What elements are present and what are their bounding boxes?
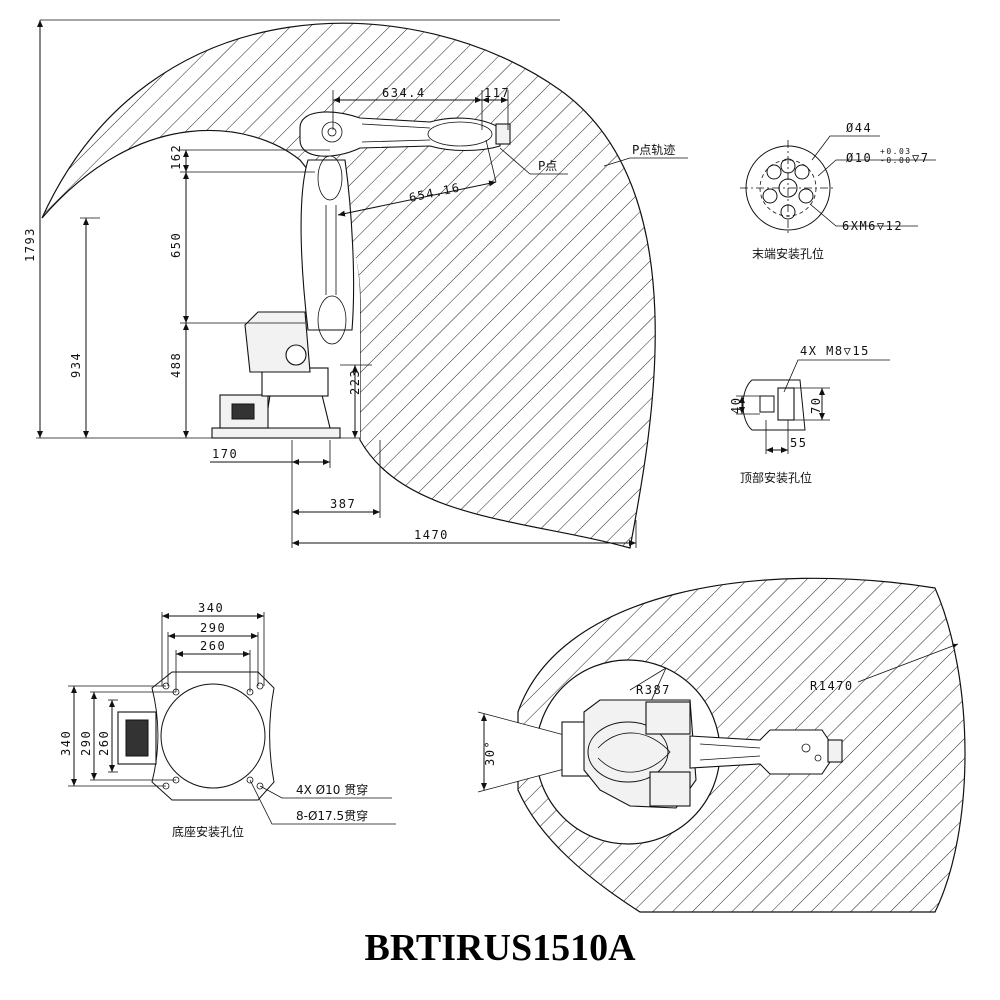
base-holes-a: 4X Ø10 贯穿	[296, 782, 368, 797]
top-robot-motor	[645, 701, 691, 735]
base-center-bore	[160, 683, 266, 789]
robot-flange	[495, 123, 511, 145]
dim-223: 223	[348, 369, 362, 395]
top-r387: R387	[636, 683, 671, 697]
dim-634-4: 634.4	[382, 86, 426, 100]
p-trajectory-label: P点轨迹	[632, 143, 675, 157]
base-h260: 260	[97, 730, 111, 756]
model-title: BRTIRUS1510A	[364, 927, 636, 969]
flange-detail: Ø44 Ø10 +0.03 -0.00 ▽7 6XM6▽12 末端安装孔位	[740, 121, 936, 261]
top-caption: 顶部安装孔位	[740, 470, 812, 485]
robot-base-body	[264, 394, 331, 429]
dim-170: 170	[212, 447, 238, 461]
p-point-label: P点	[538, 159, 557, 173]
robot-connector-port	[231, 403, 255, 420]
robot-lower-arm-slot	[317, 295, 347, 345]
flange-dia10-tol-upper: +0.03	[880, 147, 912, 156]
robot-wrist	[427, 121, 493, 147]
side-view-dimensions: 1793 934 162 650 488 223 634.4 117 170 3…	[23, 19, 688, 548]
dim-1793: 1793	[23, 227, 37, 262]
base-holes-b: 8-Ø17.5贯穿	[296, 808, 368, 823]
top-d40: 40	[729, 397, 743, 414]
robot-base-plate	[211, 427, 341, 439]
base-w340: 340	[198, 601, 224, 615]
dim-1470: 1470	[414, 528, 449, 542]
top-d70: 70	[809, 397, 823, 414]
flange-thread: 6XM6▽12	[842, 219, 903, 233]
dim-650: 650	[169, 232, 183, 258]
top-mount-outline	[742, 379, 806, 431]
top-robot-flange	[827, 739, 843, 763]
dim-162: 162	[169, 144, 183, 170]
base-h340: 340	[59, 730, 73, 756]
top-angle: 30°	[483, 740, 497, 766]
robot-lower-arm	[300, 159, 355, 331]
dim-117: 117	[484, 86, 510, 100]
robot-joint3-cap	[321, 121, 343, 143]
side-view-robot	[211, 111, 511, 439]
flange-dia10-tol-lower: -0.00	[880, 156, 912, 165]
dim-387: 387	[330, 497, 356, 511]
flange-dia10-depth: ▽7	[912, 151, 929, 165]
base-w260: 260	[200, 639, 226, 653]
top-dead-zone	[478, 712, 628, 792]
flange-caption: 末端安装孔位	[752, 246, 824, 261]
dim-934: 934	[69, 352, 83, 378]
side-workspace-hatch	[41, 22, 656, 549]
dim-488: 488	[169, 352, 183, 378]
top-view-robot	[561, 699, 843, 809]
flange-dia10: Ø10	[846, 151, 872, 165]
base-h290: 290	[79, 730, 93, 756]
flange-dia44: Ø44	[846, 121, 872, 135]
base-w290: 290	[200, 621, 226, 635]
robot-turret	[261, 367, 329, 397]
base-plate-outline	[151, 671, 275, 801]
top-d55: 55	[790, 436, 807, 450]
robot-joint2-cap	[285, 344, 307, 366]
top-thread: 4X M8▽15	[800, 344, 870, 358]
base-holes	[162, 682, 264, 790]
base-caption: 底座安装孔位	[172, 824, 244, 839]
top-mount-detail: 40 70 55 4X M8▽15 顶部安装孔位	[729, 344, 890, 485]
base-detail: 340 290 260 340 290 260 4X Ø10 贯穿 8-Ø17.…	[59, 601, 396, 839]
top-r1470: R1470	[810, 679, 854, 693]
